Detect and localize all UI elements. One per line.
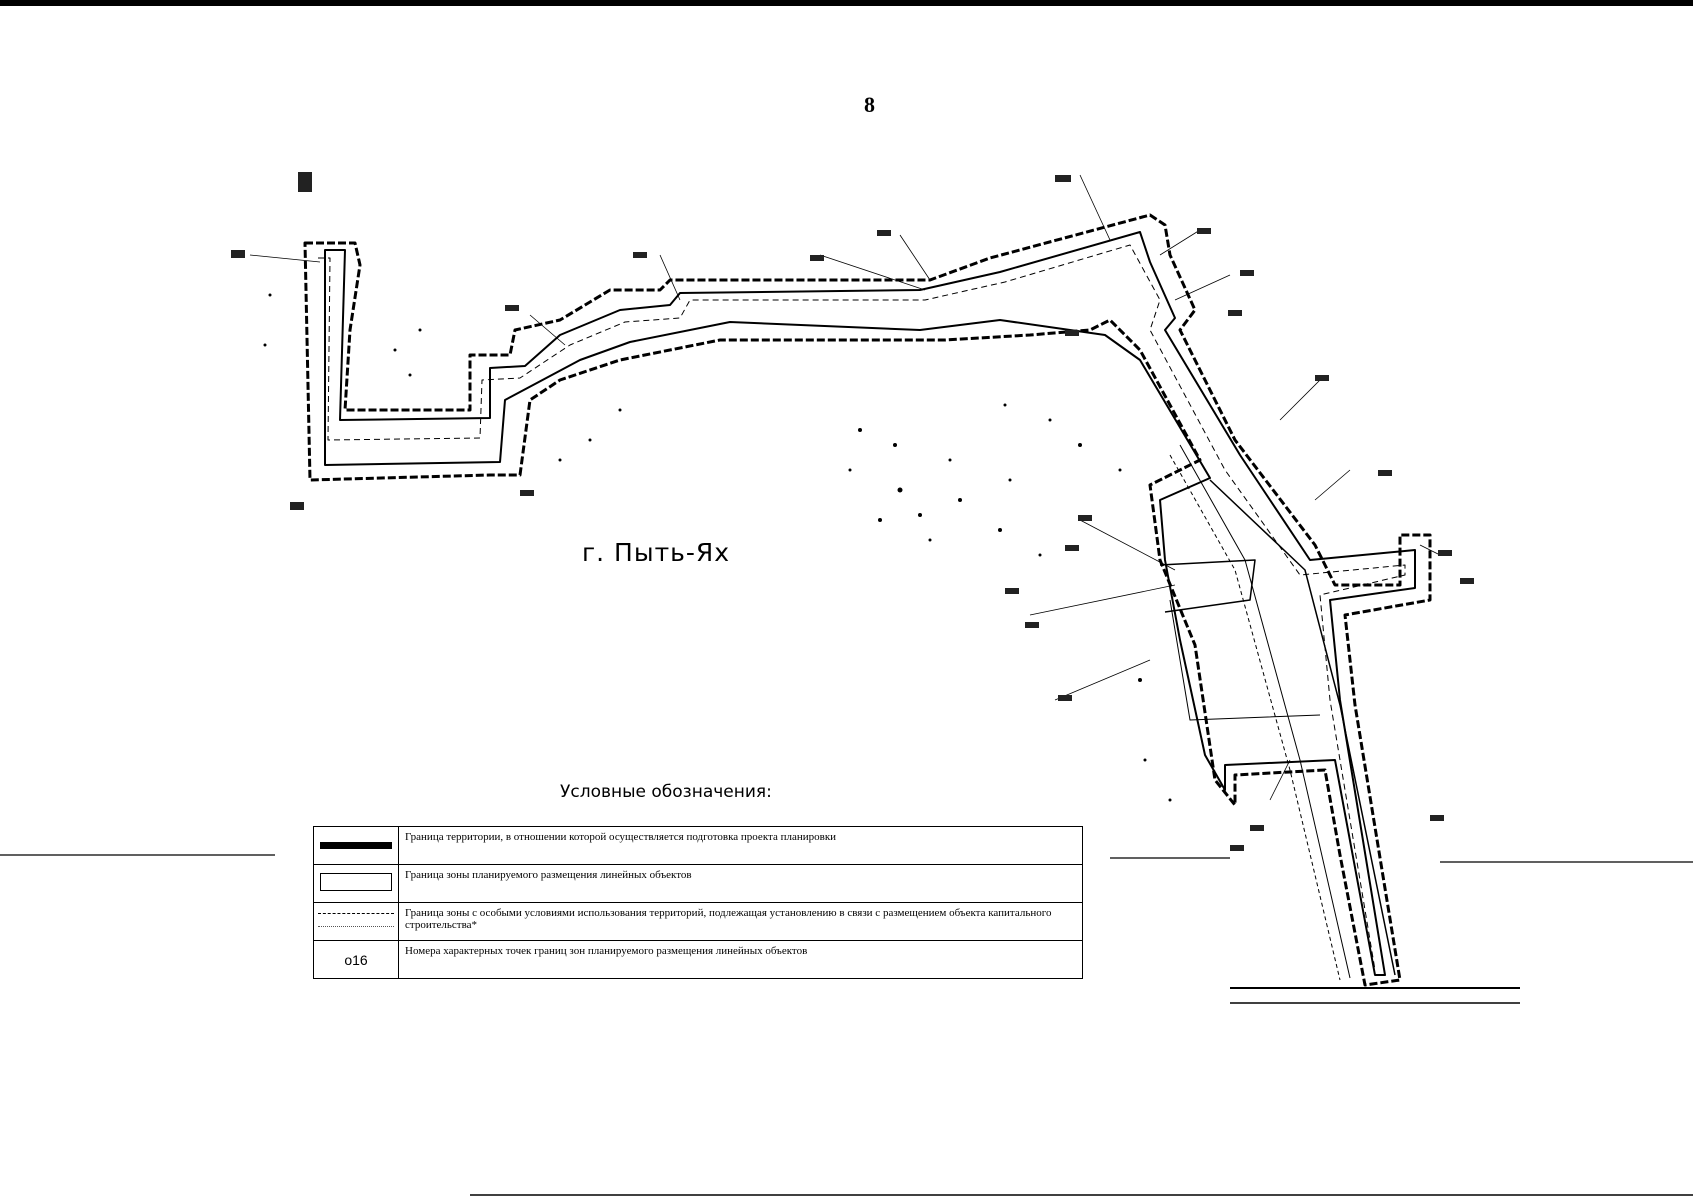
dashed-line-symbol	[318, 913, 394, 927]
special-zone-boundary	[318, 244, 1406, 971]
legend-row: Граница зоны планируемого размещения лин…	[313, 864, 1083, 903]
city-label: г. Пыть-Ях	[582, 538, 731, 567]
legend-text: Граница зоны с особыми условиями использ…	[398, 902, 1083, 941]
territory-boundary	[303, 213, 1432, 987]
linear-objects-zone	[324, 231, 1416, 976]
legend-table: Граница территории, в отношении которой …	[313, 826, 1083, 979]
top-border	[0, 0, 1693, 6]
legend-text: Номера характерных точек границ зон план…	[398, 940, 1083, 979]
legend-text: Граница зоны планируемого размещения лин…	[398, 864, 1083, 903]
legend-row: o16 Номера характерных точек границ зон …	[313, 940, 1083, 979]
point-number-symbol: o16	[344, 951, 368, 968]
legend-row: Граница зоны с особыми условиями использ…	[313, 902, 1083, 941]
legend-row: Граница территории, в отношении которой …	[313, 826, 1083, 865]
legend-text: Граница территории, в отношении которой …	[398, 826, 1083, 865]
page-number: 8	[864, 92, 875, 117]
legend-title: Условные обозначения:	[560, 782, 772, 802]
territory-boundary-symbol	[320, 841, 392, 849]
zone-rectangle-symbol	[320, 873, 392, 891]
